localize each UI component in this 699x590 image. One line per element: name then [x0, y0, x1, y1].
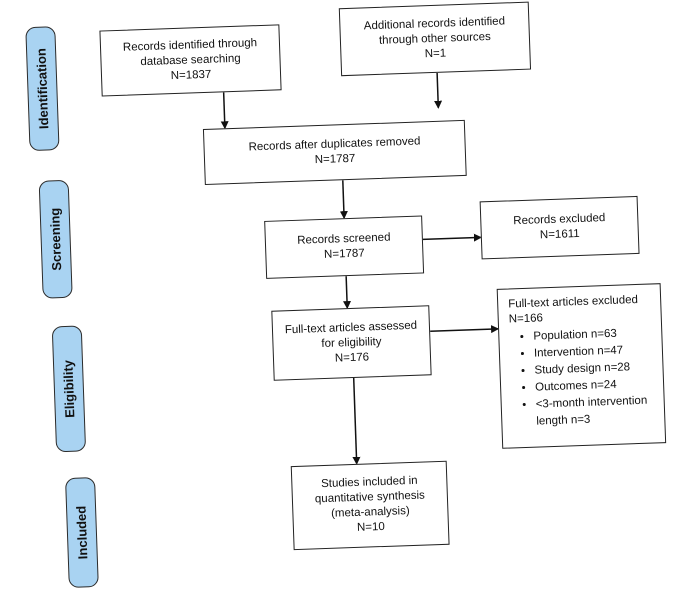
database-count: N=1837: [170, 68, 212, 82]
arrow-other-to-duplicates: [434, 72, 443, 109]
fulltext-excluded-title: Full-text articles excluded: [508, 293, 639, 311]
fulltext-excluded-count: N=166: [508, 312, 544, 326]
included-count: N=10: [356, 520, 386, 534]
box-studies-included: Studies included in quantitative synthes…: [290, 460, 450, 551]
after-duplicates-count: N=1787: [314, 152, 356, 167]
box-database-records: Records identified through database sear…: [99, 24, 282, 97]
box-records-screened: Records screened N=1787: [264, 215, 425, 279]
box-fulltext-excluded: Full-text articles excluded N=166 Popula…: [496, 283, 667, 449]
screened-count: N=1787: [323, 247, 365, 261]
database-line-2: database searching: [140, 52, 241, 68]
box-other-sources: Additional records identified through ot…: [338, 1, 532, 77]
box-after-duplicates: Records after duplicates removed N=1787: [202, 119, 467, 186]
box-fulltext-assessed: Full-text articles assessed for eligibil…: [271, 305, 432, 381]
other-sources-count: N=1: [424, 47, 447, 60]
screened-line-1: Records screened: [296, 231, 391, 247]
exclusion-reasons-list: Population n=63 Intervention n=47 Study …: [509, 325, 654, 432]
prisma-flow-diagram: Identification Screening Eligibility Inc…: [0, 0, 699, 556]
exclusion-reason: <3-month intervention length n=3: [535, 392, 654, 430]
connector-arrows: [220, 72, 500, 465]
fulltext-assessed-count: N=176: [334, 350, 370, 365]
arrow-database-to-duplicates: [220, 92, 229, 130]
included-line-3: (meta-analysis): [330, 505, 410, 520]
arrow-duplicates-to-screened: [339, 180, 348, 220]
excluded-line-1: Records excluded: [513, 212, 606, 228]
arrow-fulltext-to-included: [352, 377, 361, 465]
fulltext-assessed-line-2: for eligibility: [321, 335, 382, 350]
excluded-count: N=1611: [539, 227, 580, 242]
arrow-fulltext-to-excluded: [430, 325, 500, 334]
box-records-excluded: Records excluded N=1611: [479, 195, 640, 260]
arrow-screened-to-excluded: [422, 233, 482, 242]
arrow-screened-to-fulltext: [343, 276, 352, 310]
